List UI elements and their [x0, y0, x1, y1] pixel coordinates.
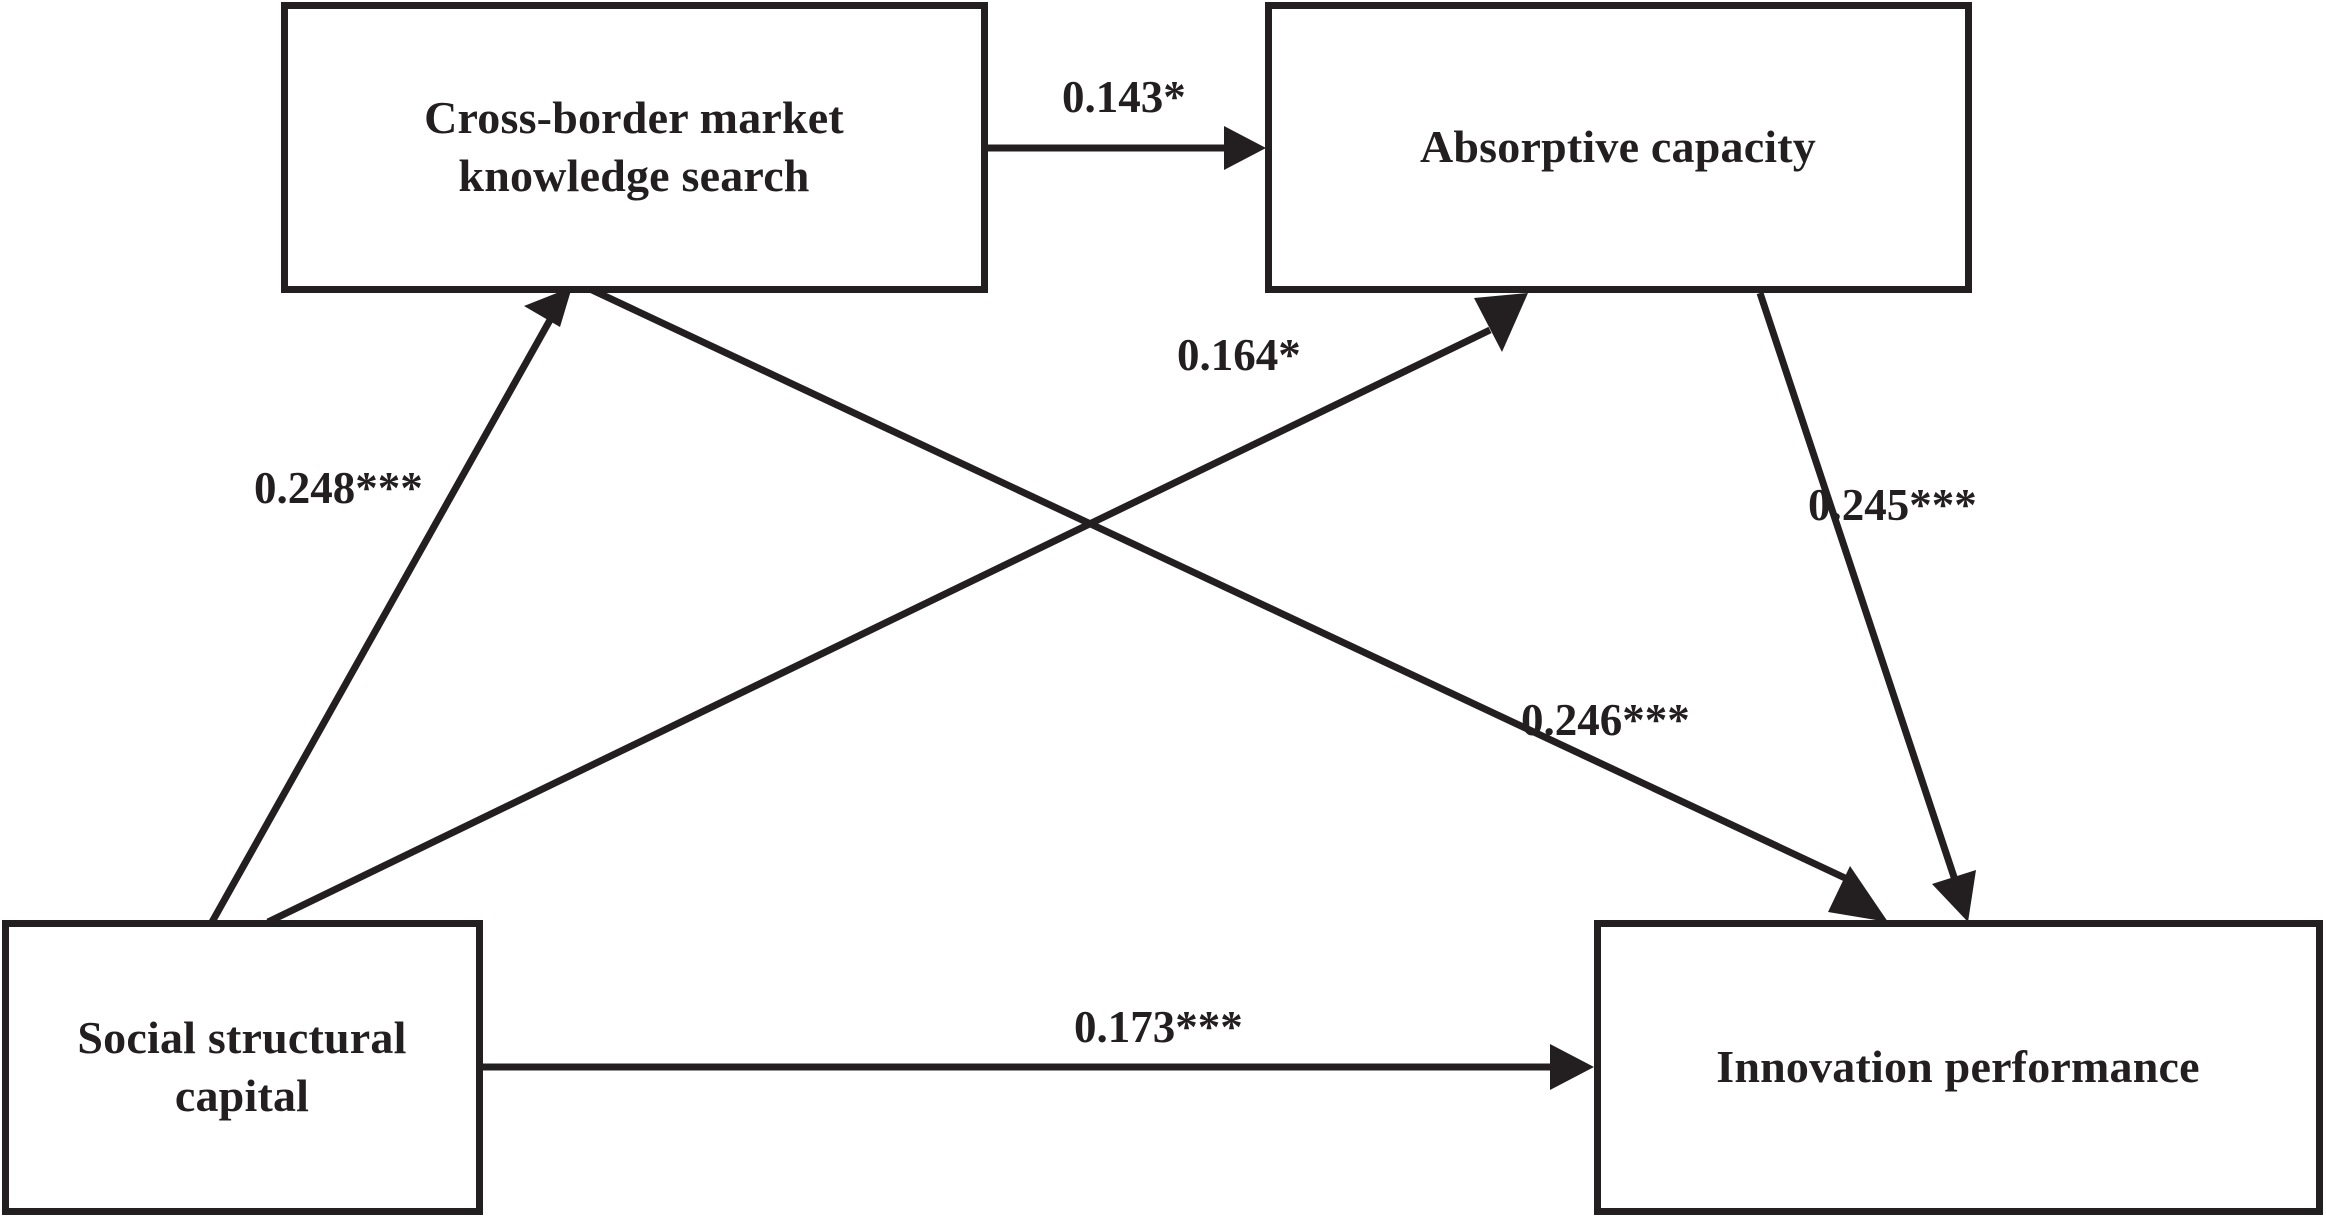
- edge-social-to-search-arrowhead: [524, 287, 572, 327]
- edge-label-search-to-absorptive: 0.143*: [1062, 72, 1186, 122]
- edge-social-to-innovation-arrowhead: [1550, 1044, 1594, 1090]
- edge-search-to-absorptive[interactable]: [986, 126, 1266, 170]
- edge-label-social-to-search: 0.248***: [254, 463, 423, 513]
- node-box-cross-border-market-knowledge-search[interactable]: [281, 2, 988, 293]
- node-box-absorptive-capacity[interactable]: [1265, 2, 1972, 293]
- node-box-innovation-performance[interactable]: [1594, 920, 2323, 1215]
- edge-search-to-innovation[interactable]: [590, 286, 1888, 922]
- edge-search-to-innovation-line: [590, 286, 1847, 882]
- node-box-social-structural-capital[interactable]: [2, 920, 483, 1215]
- edge-search-to-innovation-arrowhead: [1828, 866, 1888, 922]
- edge-label-social-to-innovation: 0.173***: [1074, 1002, 1243, 1052]
- edge-social-to-search-line: [208, 318, 554, 924]
- edge-label-absorptive-to-innovation: 0.245***: [1808, 480, 1977, 530]
- edge-label-search-to-innovation: 0.246***: [1521, 695, 1690, 745]
- edge-social-to-innovation[interactable]: [483, 1044, 1594, 1090]
- edge-social-to-search[interactable]: [208, 287, 572, 924]
- edge-absorptive-to-innovation[interactable]: [1756, 291, 1976, 922]
- edge-absorptive-to-innovation-line: [1756, 291, 1959, 882]
- edge-social-to-absorptive[interactable]: [266, 293, 1528, 926]
- edge-search-to-absorptive-arrowhead: [1224, 126, 1266, 170]
- edge-social-to-absorptive-line: [266, 326, 1492, 926]
- edge-social-to-absorptive-arrowhead: [1474, 293, 1528, 352]
- edge-absorptive-to-innovation-arrowhead: [1932, 870, 1976, 922]
- edge-label-social-to-absorptive: 0.164*: [1177, 330, 1301, 380]
